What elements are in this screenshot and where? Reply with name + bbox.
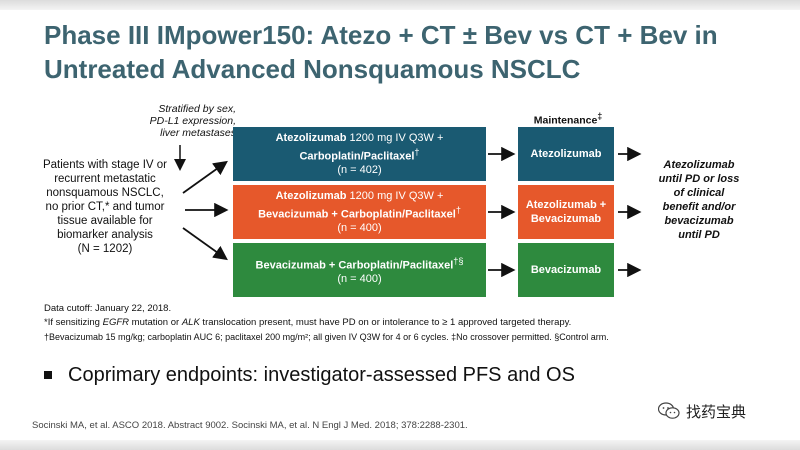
arm3-footnote-mark: †§	[453, 255, 464, 266]
watermark-text: 找药宝典	[686, 403, 747, 421]
maint3-text: Bevacizumab	[530, 264, 602, 276]
footnotes: Data cutoff: January 22, 2018. *If sensi…	[44, 302, 764, 344]
arm2-drug: Atezolizumab	[275, 189, 347, 202]
maintenance-box-atezo: Atezolizumab	[518, 127, 614, 181]
maint2-line-1: Atezolizumab +	[525, 199, 607, 211]
maintenance-label-text: Maintenance	[533, 114, 598, 127]
maint2-line-2: Bevacizumab	[530, 213, 602, 225]
arm1-n: (n = 402)	[337, 164, 382, 177]
title-line-2: Untreated Advanced Nonsquamous NSCLC	[44, 54, 581, 84]
stratification-note: Stratified by sex, PD-L1 expression, liv…	[126, 103, 236, 139]
footnote-cutoff: Data cutoff: January 22, 2018.	[44, 303, 172, 314]
arm3-n: (n = 400)	[337, 273, 382, 286]
outcome-line-2: until PD or loss	[658, 173, 740, 185]
arm2-chemo: Bevacizumab + Carboplatin/Paclitaxel	[258, 208, 456, 221]
outcome-line-5: bevacizumab	[664, 215, 734, 227]
patients-line-7: (N = 1202)	[77, 243, 133, 255]
patients-line-2: recurrent metastatic	[54, 173, 156, 185]
maint1-text: Atezolizumab	[530, 148, 602, 160]
citation: Socinski MA, et al. ASCO 2018. Abstract …	[32, 420, 468, 431]
patients-line-4: no prior CT,* and tumor	[45, 201, 165, 213]
patient-population: Patients with stage IV or recurrent meta…	[30, 158, 180, 256]
maintenance-box-bev: Bevacizumab	[518, 243, 614, 297]
strat-line-1: Stratified by sex,	[158, 103, 236, 115]
patients-line-6: biomarker analysis	[57, 229, 153, 241]
footnote-2: †Bevacizumab 15 mg/kg; carboplatin AUC 6…	[44, 332, 609, 342]
arm1-footnote-mark: †	[414, 146, 420, 157]
fn1-alk: ALK	[181, 317, 200, 328]
bottom-decor-bar	[0, 440, 800, 450]
fn1-part-3: translocation present, must have PD on o…	[199, 317, 572, 328]
outcome-line-3: of clinical	[673, 187, 725, 199]
patients-line-3: nonsquamous NSCLC,	[46, 187, 164, 199]
title-line-1: Phase III IMpower150: Atezo + CT ± Bev v…	[44, 20, 718, 50]
endpoint-text: Coprimary endpoints: investigator-assess…	[68, 364, 575, 386]
patients-line-1: Patients with stage IV or	[42, 159, 167, 171]
fn1-part-2: mutation or	[129, 317, 182, 328]
maintenance-label: Maintenance‡	[522, 111, 614, 127]
treatment-duration-note: Atezolizumab until PD or loss of clinica…	[644, 158, 754, 242]
arm2-footnote-mark: †	[455, 204, 461, 215]
slide-title: Phase III IMpower150: Atezo + CT ± Bev v…	[44, 18, 764, 86]
watermark: 找药宝典	[658, 398, 788, 424]
strat-line-3: liver metastases	[160, 127, 236, 139]
maintenance-footnote-mark: ‡	[597, 111, 603, 121]
outcome-line-1: Atezolizumab	[663, 159, 735, 171]
wechat-icon	[658, 402, 680, 419]
arm1-chemo: Carboplatin/Paclitaxel	[299, 150, 415, 163]
fn1-egfr: EGFR	[102, 317, 130, 328]
maintenance-box-atezo-bev: Atezolizumab + Bevacizumab	[518, 185, 614, 239]
outcome-line-4: benefit and/or	[662, 201, 736, 213]
arm3-regimen: Bevacizumab + Carboplatin/Paclitaxel	[255, 259, 454, 272]
arm-box-bev-cp: Bevacizumab + Carboplatin/Paclitaxel†§ (…	[233, 243, 486, 297]
patients-line-5: tissue available for	[57, 215, 153, 227]
randomize-arrow-1	[182, 160, 228, 194]
randomize-arrow-3	[182, 227, 228, 261]
square-bullet-icon	[44, 371, 52, 379]
arm-box-atezo-cp: Atezolizumab 1200 mg IV Q3W + Carboplati…	[233, 127, 486, 181]
arm1-dose: 1200 mg IV Q3W +	[346, 131, 444, 144]
footnote-1: *If sensitizing EGFR mutation or ALK tra…	[44, 316, 764, 330]
top-decor-bar	[0, 0, 800, 10]
fn1-part-1: *If sensitizing	[44, 317, 103, 328]
arm1-drug: Atezolizumab	[275, 131, 347, 144]
strat-line-2: PD-L1 expression,	[149, 115, 236, 127]
outcome-line-6: until PD	[678, 229, 720, 241]
endpoint-bullet: Coprimary endpoints: investigator-assess…	[44, 363, 724, 387]
arm2-n: (n = 400)	[337, 222, 382, 235]
arm-box-atezo-bev-cp: Atezolizumab 1200 mg IV Q3W + Bevacizuma…	[233, 185, 486, 239]
arm2-dose: 1200 mg IV Q3W +	[346, 189, 444, 202]
